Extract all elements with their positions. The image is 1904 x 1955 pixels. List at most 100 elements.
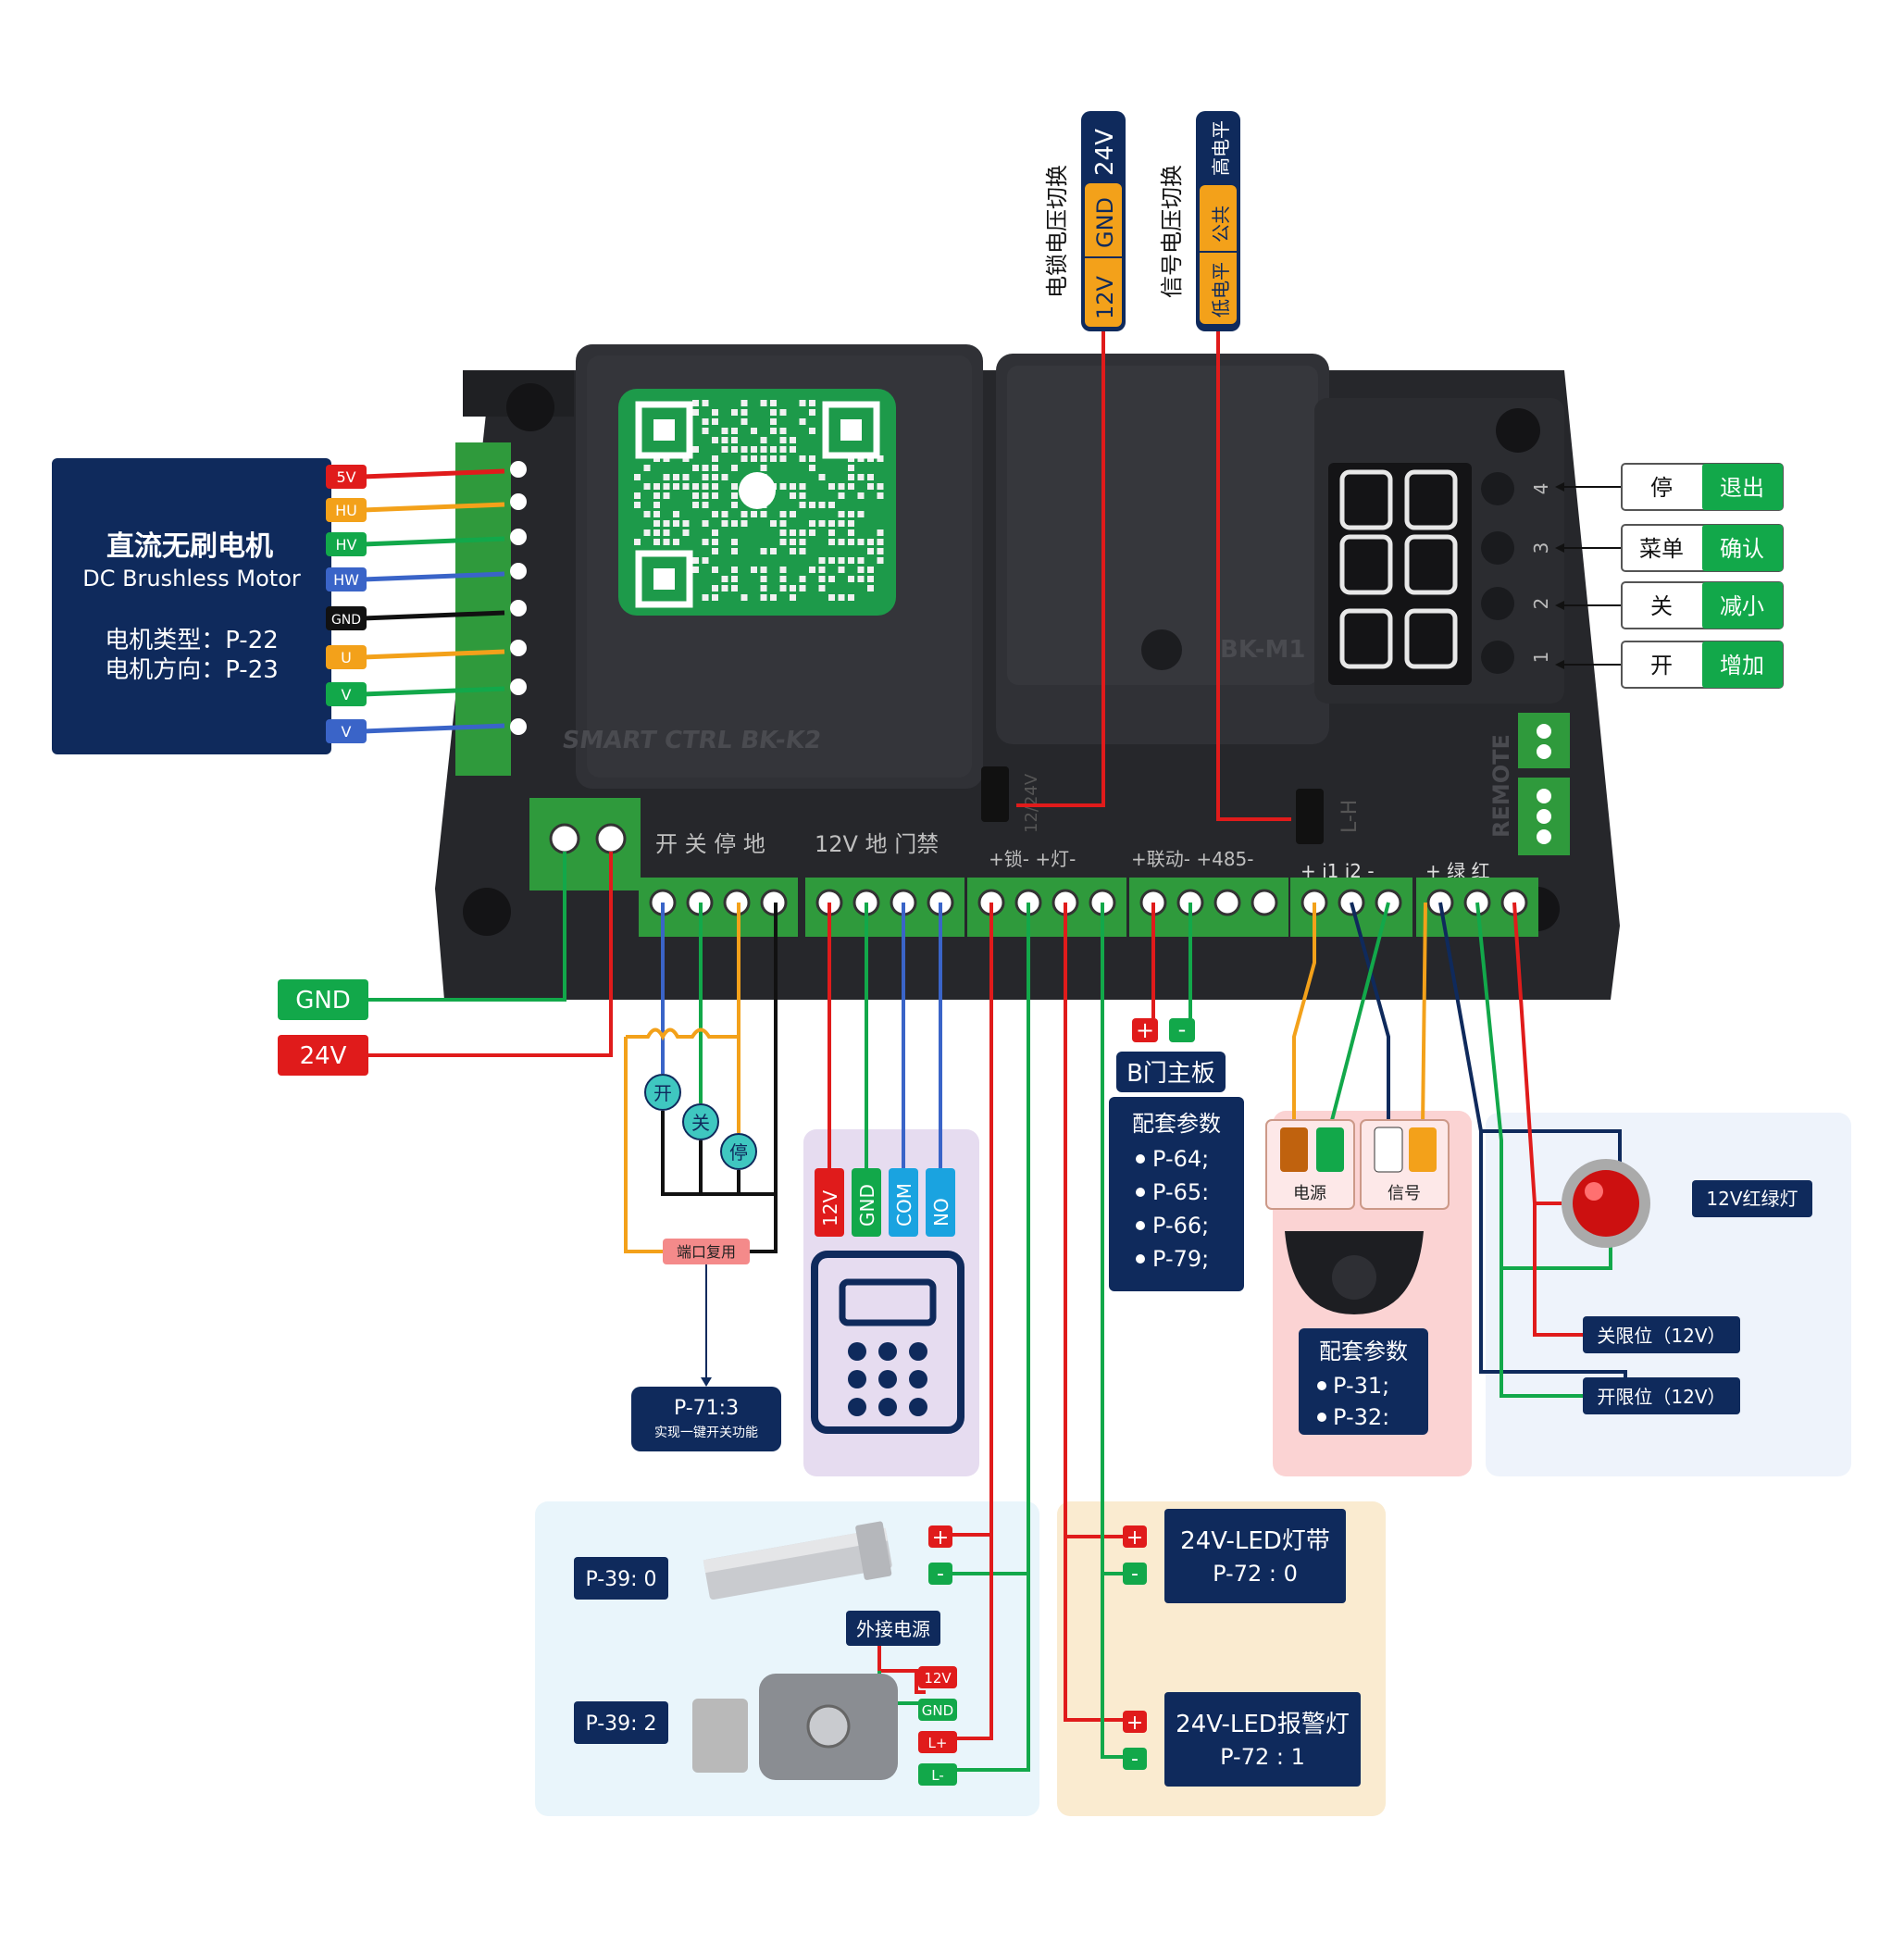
qr-dot (790, 492, 796, 499)
board-button (1481, 531, 1514, 565)
wire (1500, 1268, 1583, 1398)
qr-dot (760, 585, 767, 591)
motor-wire-label: V (342, 723, 352, 741)
qr-dot (702, 474, 709, 480)
svg-text:L-H: L-H (1338, 800, 1362, 833)
qr-dot (848, 483, 854, 490)
qr-dot (838, 594, 845, 601)
qr-dot (712, 492, 718, 499)
legend-action: 减小 (1720, 593, 1764, 619)
qr-dot (634, 539, 641, 545)
qr-dot (643, 483, 651, 490)
qr-dot (702, 465, 709, 471)
lock-switch-label: 电锁电压切换 (1044, 165, 1070, 298)
close-limit-label: 关限位（12V） (1597, 1325, 1725, 1347)
qr-dot (770, 418, 777, 425)
qr-dot (828, 539, 835, 545)
qr-dot (702, 539, 709, 545)
wire (661, 1111, 776, 1196)
lock-pin-label: L+ (928, 1735, 948, 1751)
qr-dot (721, 428, 728, 434)
qr-dot (779, 428, 787, 434)
motor-wire-tag (326, 567, 367, 591)
motor-title-en: DC Brushless Motor (82, 566, 301, 591)
legend-action: 退出 (1720, 475, 1764, 501)
qr-dot (790, 548, 796, 554)
qr-dot (740, 446, 748, 453)
qr-dot (779, 409, 787, 416)
access-pin-label: GND (856, 1184, 878, 1227)
qr-dot (712, 529, 718, 536)
motor-wire-tag (326, 498, 367, 522)
qr-dot (770, 455, 777, 462)
motor-wire (362, 571, 505, 582)
button-legend: 停退出菜单确认关减小开增加 (1555, 463, 1784, 689)
wire (1016, 331, 1105, 807)
keypad-key (848, 1342, 866, 1361)
qr-dot (799, 502, 806, 508)
p39-2: P-39: 2 (585, 1712, 656, 1736)
qr-dot (799, 529, 806, 536)
lock-pin (918, 1666, 957, 1688)
legend-action-bg (1702, 525, 1783, 571)
qr-dot (877, 529, 884, 536)
svg-text:停: 停 (729, 1141, 748, 1164)
qr-dot (790, 585, 796, 591)
motor-wire (362, 468, 505, 479)
qr-dot (848, 520, 854, 527)
qr-dot (779, 585, 787, 591)
qr-dot (770, 428, 777, 434)
qr-dot (790, 511, 796, 517)
svg-text:12/24V: 12/24V (1022, 773, 1041, 833)
motor-pin (510, 600, 527, 616)
qr-dot (721, 520, 728, 527)
qr-dot (731, 585, 738, 591)
qr-dot (838, 539, 845, 545)
qr-dot (799, 548, 806, 554)
radar-power: 电源 (1293, 1184, 1326, 1203)
qr-dot (751, 511, 757, 517)
qr-dot (712, 483, 718, 490)
qr-dot (877, 483, 884, 490)
qr-dot (848, 594, 854, 601)
qr-dot (779, 455, 787, 462)
qr-finder (635, 401, 693, 459)
qr-dot (809, 567, 815, 573)
qr-dot (828, 520, 835, 527)
qr-dot (809, 409, 815, 416)
legend-mode: 菜单 (1639, 536, 1684, 562)
qr-dot (731, 548, 738, 554)
qr-dot (779, 520, 787, 527)
display-digit (1404, 469, 1458, 530)
motor-wire (362, 502, 505, 513)
motor-wire-label: HU (335, 502, 357, 519)
linkage-param: P-79; (1152, 1246, 1209, 1272)
lock-pin-label: 12V (924, 1670, 952, 1687)
qr-dot (857, 511, 865, 517)
keypad-key (848, 1398, 866, 1416)
qr-dot (712, 437, 718, 443)
qr-dot (809, 400, 815, 406)
keypad-key (878, 1398, 897, 1416)
keypad-key (909, 1398, 927, 1416)
svg-text:-: - (1178, 1016, 1187, 1042)
wires (362, 331, 1627, 1772)
qr-dot (818, 576, 826, 582)
access-pin-label: 12V (819, 1190, 841, 1227)
led-strip-label: 24V-LED灯带 (1180, 1527, 1330, 1555)
motor-wire (362, 649, 505, 660)
board-button (1481, 587, 1514, 620)
qr-dot (643, 511, 651, 517)
svg-text:-: - (1131, 1748, 1139, 1771)
qr-dot (712, 539, 718, 545)
qr-dot (702, 520, 709, 527)
legend-arrowhead (1555, 543, 1564, 553)
qr-dot (760, 400, 767, 406)
svg-text:低电平: 低电平 (1210, 262, 1232, 318)
bullet (1136, 1221, 1145, 1230)
board-button-num: 2 (1530, 598, 1552, 610)
svg-text:高电平: 高电平 (1210, 120, 1232, 176)
qr-dot (828, 502, 835, 508)
